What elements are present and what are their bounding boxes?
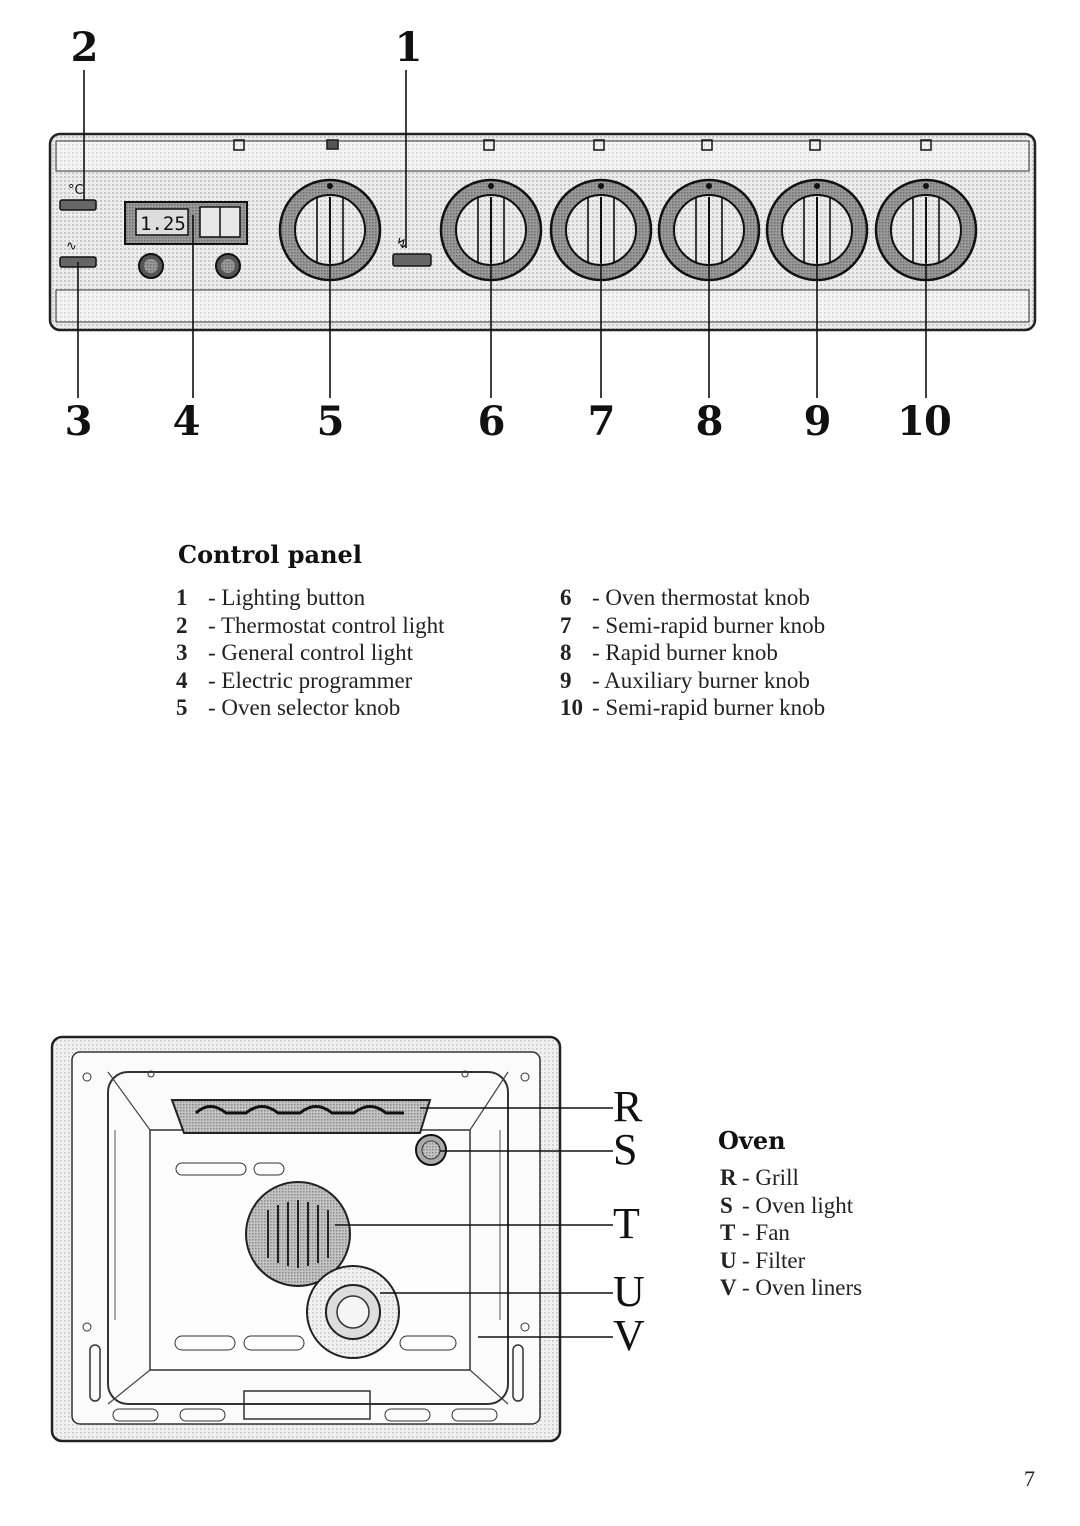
legend-letter: R (720, 1165, 737, 1190)
legend-item: 1 - Lighting button (176, 584, 445, 612)
legend-text: - Semi-rapid burner knob (592, 612, 826, 638)
legend-text: - General control light (208, 640, 414, 665)
callout-3: 3 (64, 398, 93, 445)
legend-number: 5 (176, 695, 188, 720)
oven-title: Oven (718, 1126, 786, 1155)
legend-number: 7 (560, 612, 572, 638)
power-symbol-icon: ∿ (66, 239, 77, 254)
legend-text: - Fan (742, 1220, 790, 1245)
legend-number: 6 (560, 585, 572, 610)
thermostat-control-light (59, 199, 97, 211)
legend-text: - Semi-rapid burner knob (592, 695, 826, 720)
programmer-button-right[interactable] (215, 253, 241, 279)
legend-number: 4 (176, 667, 188, 693)
page-number: 7 (1024, 1466, 1035, 1491)
legend-text: - Auxiliary burner knob (592, 667, 810, 693)
legend-item: 7 - Semi-rapid burner knob (560, 612, 825, 640)
callout-7: 7 (587, 398, 616, 445)
legend-item: 8 - Rapid burner knob (560, 639, 825, 667)
legend-item: 5 - Oven selector knob (176, 694, 445, 722)
thermostat-symbol-icon: °C (68, 183, 84, 198)
lighting-button[interactable] (392, 253, 432, 267)
legend-text: - Oven light (742, 1192, 854, 1218)
oven-callout-s: S (613, 1125, 638, 1174)
control-panel-legend-left: 1 - Lighting button 2 - Thermostat control… (176, 584, 445, 722)
control-panel-title: Control panel (178, 540, 362, 569)
legend-text: - Rapid burner knob (592, 640, 778, 665)
legend-item: V- Oven liners (720, 1274, 862, 1302)
legend-letter: S (720, 1192, 733, 1218)
legend-number: 3 (176, 640, 188, 665)
callout-1: 1 (394, 24, 423, 71)
legend-text: - Oven thermostat knob (592, 585, 810, 610)
programmer-display-text: 1.25 (140, 213, 186, 235)
legend-letter: U (720, 1247, 737, 1273)
oven-callout-t: T (613, 1199, 640, 1248)
callout-8: 8 (695, 398, 724, 445)
legend-number: 8 (560, 640, 572, 665)
programmer-button-left[interactable] (138, 253, 164, 279)
legend-item: 10 - Semi-rapid burner knob (560, 694, 825, 722)
semi-rapid-burner-knob-2[interactable] (874, 178, 978, 282)
oven-callout-v: V (613, 1311, 645, 1360)
callout-9: 9 (803, 398, 832, 445)
oven-callout-r: R (613, 1082, 643, 1131)
electric-programmer (124, 201, 248, 245)
legend-item: S - Oven light (720, 1192, 862, 1220)
spark-icon: ↯ (396, 236, 408, 252)
legend-item: 9 - Auxiliary burner knob (560, 667, 825, 695)
legend-letter: T (720, 1220, 736, 1245)
semi-rapid-burner-knob[interactable] (549, 178, 653, 282)
control-panel-frame (48, 132, 1037, 332)
legend-text: - Lighting button (208, 585, 366, 610)
legend-item: 2 - Thermostat control light (176, 612, 445, 640)
legend-number: 1 (176, 585, 188, 610)
control-panel-leader-lines (77, 70, 927, 398)
oven-callout-u: U (613, 1267, 645, 1316)
callout-2: 2 (70, 24, 99, 71)
callout-5: 5 (316, 398, 345, 445)
legend-item: 4 - Electric programmer (176, 667, 445, 695)
legend-number: 10 (560, 695, 583, 720)
auxiliary-burner-knob[interactable] (765, 178, 869, 282)
callout-6: 6 (477, 398, 506, 445)
legend-text: - Electric programmer (208, 667, 413, 693)
legend-number: 9 (560, 667, 572, 693)
legend-text: - Oven liners (742, 1275, 863, 1300)
legend-text: - Oven selector knob (208, 695, 401, 720)
legend-text: - Thermostat control light (208, 612, 445, 638)
legend-number: 2 (176, 612, 188, 638)
legend-letter: V (720, 1275, 737, 1300)
oven-thermostat-knob[interactable] (439, 178, 543, 282)
callout-4: 4 (172, 398, 201, 445)
legend-item: T- Fan (720, 1219, 862, 1247)
legend-text: - Grill (742, 1165, 799, 1190)
legend-item: U- Filter (720, 1247, 862, 1275)
rapid-burner-knob[interactable] (657, 178, 761, 282)
legend-item: 6 - Oven thermostat knob (560, 584, 825, 612)
knob-symbol-icons (233, 139, 932, 151)
control-panel-legend-right: 6 - Oven thermostat knob 7 - Semi-rapid bu… (560, 584, 825, 722)
legend-item: R- Grill (720, 1164, 862, 1192)
legend-item: 3 - General control light (176, 639, 445, 667)
callout-10: 10 (897, 398, 952, 445)
legend-text: - Filter (742, 1247, 806, 1273)
oven-legend: R- Grill S- Oven light T- Fan U- Filter … (720, 1164, 862, 1302)
